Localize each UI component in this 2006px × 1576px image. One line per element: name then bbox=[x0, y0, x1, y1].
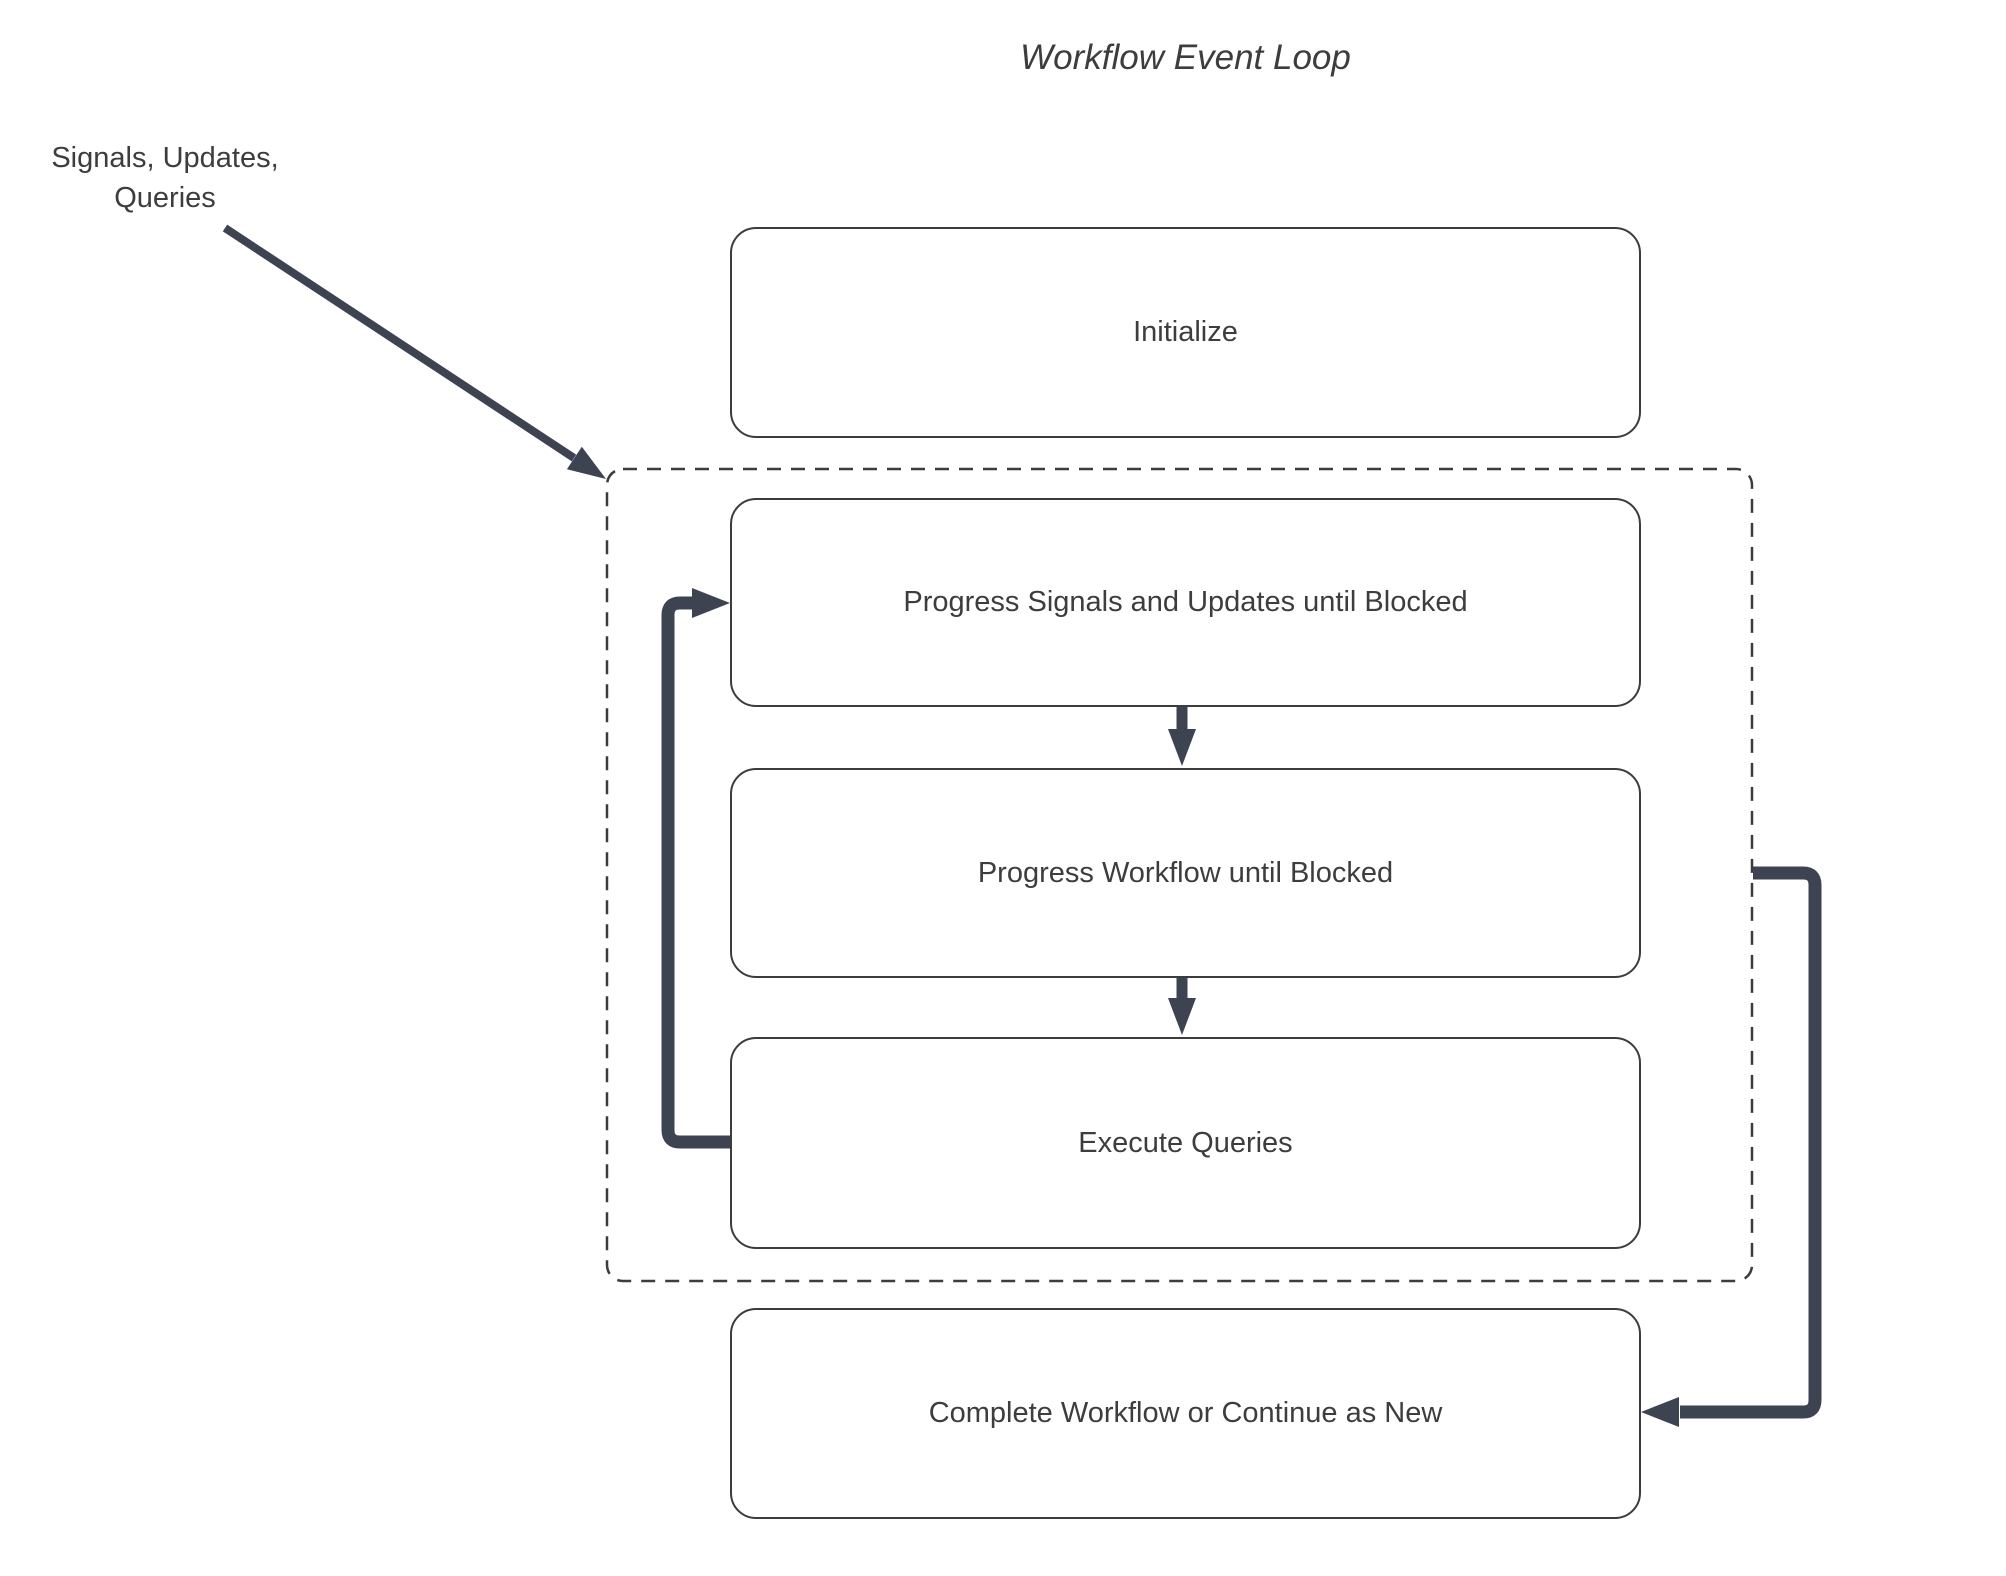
signals-updates-queries-label: Signals, Updates, Queries bbox=[51, 142, 279, 214]
node-label: Complete Workflow or Continue as New bbox=[928, 1397, 1443, 1429]
node-progress-workflow: Progress Workflow until Blocked bbox=[730, 768, 1641, 978]
input-arrow bbox=[222, 224, 606, 479]
continue-as-new-arrow bbox=[1641, 866, 1822, 1427]
node-label: Execute Queries bbox=[1078, 1126, 1293, 1159]
continue-as-new-line bbox=[1680, 866, 1822, 1419]
down-arrow-2-head bbox=[1168, 998, 1196, 1035]
node-label: Progress Signals and Updates until Block… bbox=[903, 586, 1468, 618]
query-loop-arrow bbox=[661, 588, 730, 1149]
node-progress-signals: Progress Signals and Updates until Block… bbox=[730, 498, 1641, 707]
down-arrow-2 bbox=[1168, 978, 1196, 1035]
continue-as-new-head bbox=[1641, 1397, 1679, 1427]
node-label: Progress Workflow until Blocked bbox=[977, 856, 1394, 889]
diagram-title: Workflow Event Loop bbox=[1020, 38, 1351, 77]
node-execute-queries: Execute Queries bbox=[730, 1037, 1641, 1249]
node-complete-workflow: Complete Workflow or Continue as New bbox=[730, 1308, 1641, 1519]
input-arrow-head bbox=[566, 446, 606, 479]
query-loop-line bbox=[661, 596, 730, 1149]
input-arrow-line bbox=[222, 224, 577, 462]
query-loop-head bbox=[692, 588, 730, 618]
down-arrow-1 bbox=[1168, 707, 1196, 766]
down-arrow-1-head bbox=[1168, 729, 1196, 766]
node-initialize: Initialize bbox=[730, 227, 1641, 438]
node-label: Initialize bbox=[1133, 316, 1238, 348]
